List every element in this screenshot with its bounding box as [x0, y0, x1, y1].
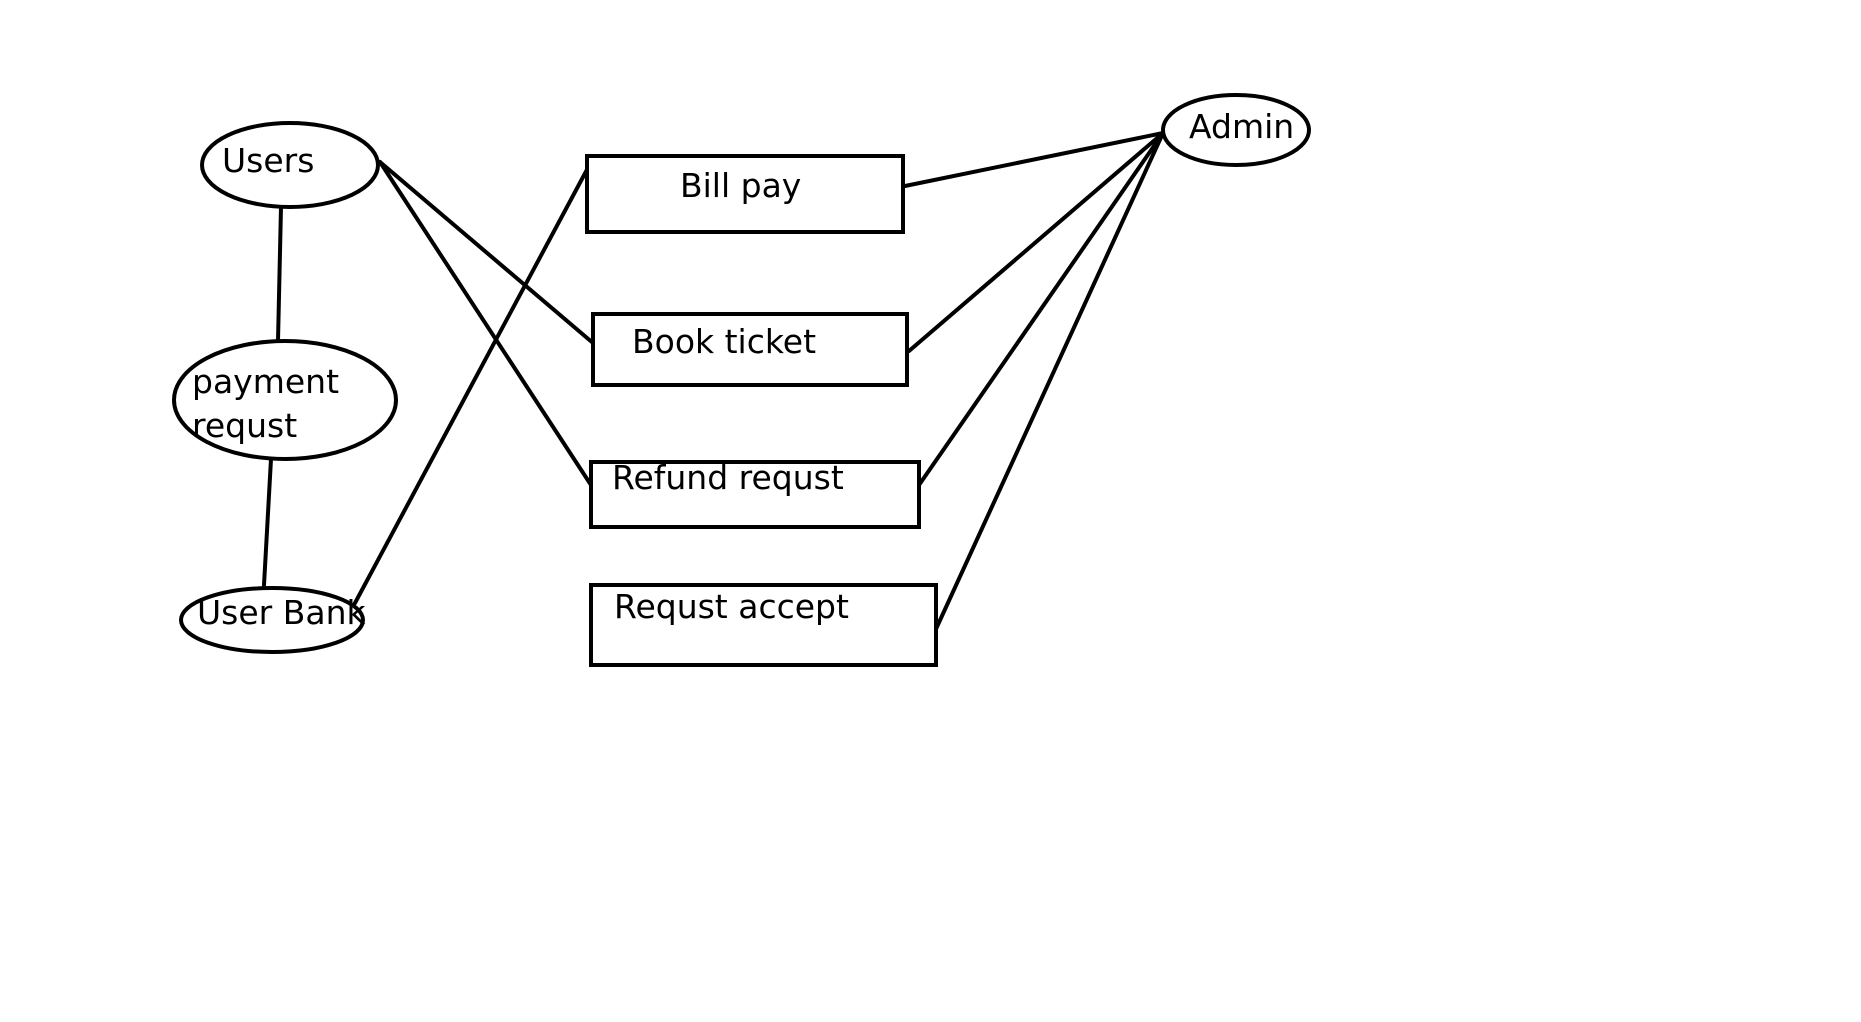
payment-request-label-line2: requst — [192, 406, 297, 445]
user-bank-label: User Bank — [197, 593, 366, 632]
refund-request-box[interactable]: Refund requst — [589, 458, 921, 529]
admin-node[interactable]: Admin — [1161, 93, 1311, 167]
user-bank-ellipse — [179, 586, 365, 654]
book-ticket-rect — [591, 312, 909, 387]
bill-pay-label: Bill pay — [680, 166, 801, 205]
book-ticket-box[interactable]: Book ticket — [591, 312, 909, 387]
user-bank-node[interactable]: User Bank — [179, 586, 366, 654]
payment-request-ellipse — [172, 339, 398, 461]
edge-admin-refund-request — [917, 131, 1165, 487]
users-ellipse — [200, 121, 380, 209]
edge-payment-request-user-bank — [262, 457, 273, 587]
edge-users-payment-request — [276, 205, 283, 343]
users-label: Users — [222, 141, 314, 180]
admin-label: Admin — [1189, 107, 1294, 146]
edge-users-refund-request — [378, 160, 593, 487]
edge-users-book-ticket — [378, 160, 595, 345]
edge-admin-book-ticket — [907, 131, 1165, 353]
bill-pay-box[interactable]: Bill pay — [585, 154, 905, 234]
refund-request-rect — [589, 460, 921, 529]
edge-user-bank-bill-pay — [353, 162, 592, 605]
request-accept-box[interactable]: Requst accept — [589, 583, 938, 667]
payment-request-label-line1: payment — [192, 362, 339, 401]
request-accept-label: Requst accept — [614, 587, 849, 626]
payment-request-node[interactable]: payment requst — [172, 339, 398, 461]
request-accept-rect — [589, 583, 938, 667]
refund-request-label: Refund requst — [612, 458, 844, 497]
book-ticket-label: Book ticket — [632, 322, 816, 361]
bill-pay-rect — [585, 154, 905, 234]
edges — [262, 131, 1165, 631]
edge-admin-bill-pay — [903, 131, 1165, 188]
users-node[interactable]: Users — [200, 121, 380, 209]
edge-admin-request-accept — [934, 131, 1165, 631]
admin-ellipse — [1161, 93, 1311, 167]
